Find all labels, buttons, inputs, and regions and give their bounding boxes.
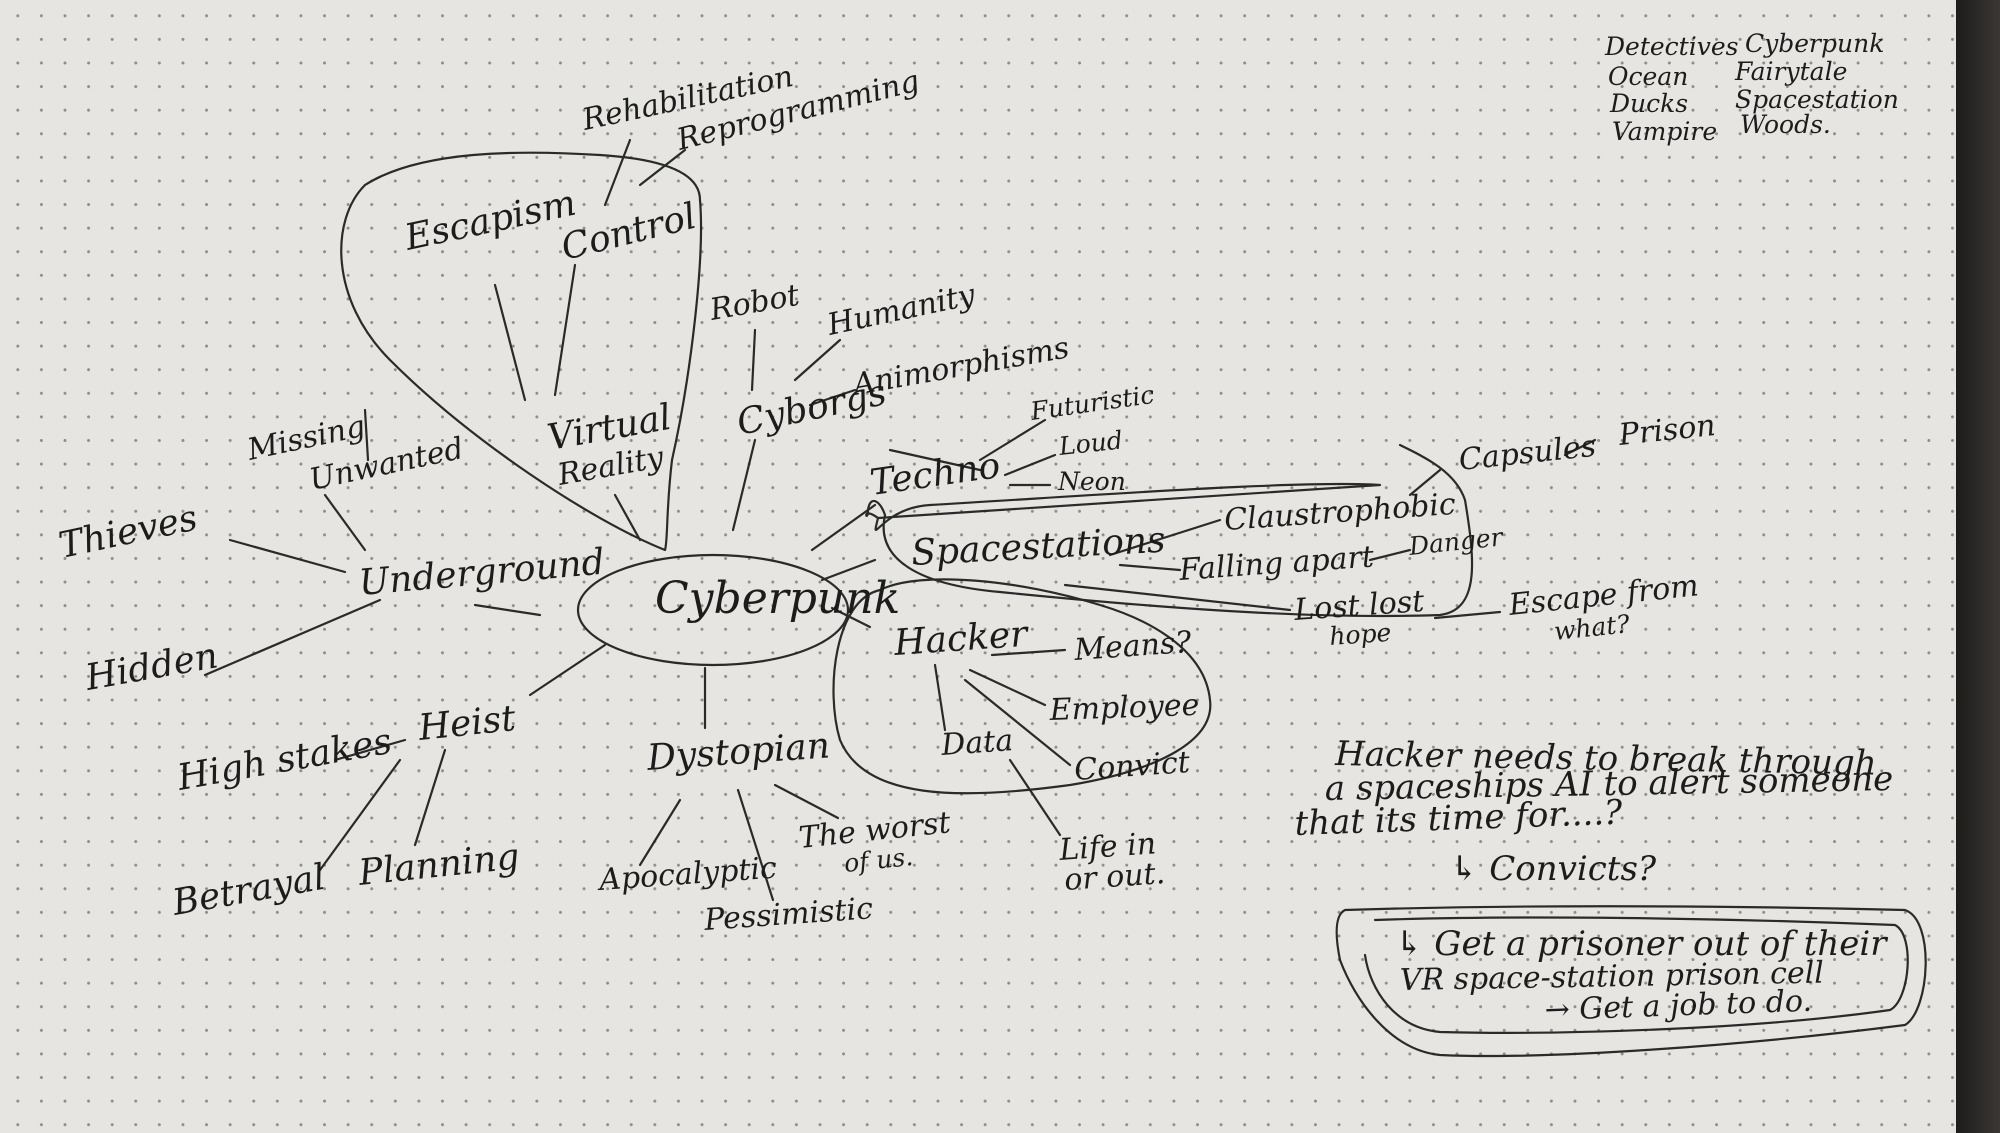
corner-list-left-2: Ducks	[1609, 89, 1688, 118]
node-data: Data	[939, 723, 1014, 763]
node-convict: Convict	[1073, 745, 1192, 788]
connector-lost-escape	[1433, 610, 1502, 620]
corner-list-right-2: Spacestation	[1735, 85, 1899, 114]
corner-list-right-3: Woods.	[1740, 110, 1831, 139]
node-thieves: Thieves	[55, 498, 201, 567]
note-box-inner	[1363, 916, 1909, 1034]
connector-control-virtual	[553, 263, 577, 397]
dotted-paper-sheet	[0, 0, 1956, 1133]
connector-control-reprogramming	[638, 148, 687, 187]
node-planning: Planning	[356, 836, 522, 894]
node-prison: Prison	[1616, 408, 1717, 453]
connector-hacker-data	[933, 663, 947, 732]
connector-control-rehabilitation	[603, 138, 632, 207]
paper-edge-shadow	[1956, 0, 2000, 1133]
corner-list-right-1: Fairytale	[1734, 57, 1847, 86]
node-humanity: Humanity	[823, 277, 979, 343]
corner-list-left-0: Detectives	[1604, 32, 1738, 61]
connector-spacestations-falling	[1118, 563, 1182, 572]
connector-falling-danger	[1368, 548, 1412, 562]
connector-animorphisms-cyborgs	[808, 388, 857, 407]
connector-cyborgs-center	[731, 438, 757, 532]
node-danger: Danger	[1407, 522, 1506, 561]
connector-techno-loud	[1003, 453, 1057, 477]
node-apocalyptic: Apocalyptic	[595, 851, 778, 899]
connectors	[203, 138, 1597, 902]
note-box-line2: VR space-station prison cell	[1400, 956, 1825, 998]
node-futuristic: Futuristic	[1028, 380, 1156, 426]
corner-list-left-3: Vampire	[1612, 117, 1717, 146]
node-hacker: Hacker	[892, 614, 1031, 664]
node-high-stakes: High stakes	[173, 721, 394, 799]
connector-spacestations-claustro	[1108, 518, 1222, 557]
note-line2: a spaceships AI to alert someone	[1324, 759, 1893, 809]
corner-list: Detectives Ocean Ducks Vampire Cyberpunk…	[1604, 29, 1899, 146]
spacestations-group-loop	[865, 443, 1474, 618]
connector-dystopian-worst	[773, 783, 840, 820]
node-hidden: Hidden	[81, 635, 221, 699]
connector-dystopian-pessimistic	[736, 788, 775, 902]
connector-spacestations-lost	[1063, 583, 1292, 612]
node-neon: Neon	[1057, 467, 1126, 496]
connector-highstakes-heist	[333, 738, 407, 762]
connector-dystopian-apocalyptic	[638, 798, 682, 867]
note-box-outer	[1335, 905, 1927, 1058]
connector-hidden-underground	[203, 598, 382, 677]
connector-techno-top	[888, 448, 982, 472]
node-dystopian: Dystopian	[645, 725, 831, 779]
connector-data-life	[1008, 758, 1062, 837]
connector-humanity-cyborgs	[793, 338, 842, 382]
connector-techno-center	[810, 503, 877, 552]
node-life-line1: Life in	[1057, 826, 1157, 868]
node-animorphisms: Animorphisms	[847, 330, 1072, 403]
connector-capsules-loop	[1408, 468, 1442, 497]
node-robot: Robot	[706, 278, 803, 328]
connector-hacker-center	[830, 606, 872, 629]
center-label: Cyberpunk	[655, 573, 900, 624]
connector-heist-planning	[413, 748, 447, 847]
node-techno: Techno	[868, 445, 1003, 504]
node-underground: Underground	[357, 542, 606, 604]
node-means: Means?	[1072, 625, 1193, 668]
connector-spacestations-center	[820, 558, 877, 582]
connector-techno-futuristic	[978, 418, 1047, 462]
node-lost-line2: hope	[1328, 618, 1392, 651]
escapism-group-loop	[340, 151, 703, 552]
connector-unwanted-underground	[323, 493, 367, 552]
connector-thieves-underground	[228, 538, 347, 574]
node-loud: Loud	[1057, 425, 1124, 461]
connector-heist-center	[528, 643, 607, 697]
corner-list-right-0: Cyberpunk	[1745, 29, 1884, 58]
note-line1: Hacker needs to break through	[1334, 734, 1877, 783]
node-pessimistic: Pessimistic	[702, 891, 874, 938]
connector-escapism-virtual	[493, 283, 527, 402]
connector-robot-cyborgs	[750, 328, 757, 392]
node-control: Control	[557, 196, 700, 269]
notes: Hacker needs to break through a spaceshi…	[1294, 734, 1894, 1028]
node-employee: Employee	[1048, 688, 1200, 728]
node-heist: Heist	[416, 698, 518, 749]
node-capsules: Capsules	[1457, 429, 1597, 478]
hacker-group-loop	[832, 578, 1212, 795]
connector-hacker-means	[990, 648, 1067, 657]
node-betrayal: Betrayal	[168, 857, 328, 924]
connector-missing-unwanted	[363, 408, 370, 462]
connector-heist-betrayal	[318, 758, 402, 872]
connector-underground-center	[473, 603, 542, 617]
node-escapism: Escapism	[400, 183, 579, 259]
connector-capsules-prison	[1563, 438, 1597, 457]
note-line4: ↳ Convicts?	[1450, 849, 1657, 889]
node-worst-line2: of us.	[843, 842, 915, 878]
note-box-line1: ↳ Get a prisoner out of their	[1395, 924, 1888, 964]
corner-list-left-1: Ocean	[1608, 62, 1688, 91]
node-falling-apart: Falling apart	[1177, 539, 1376, 588]
node-life-line2: or out.	[1063, 856, 1166, 898]
connector-hacker-employee	[968, 668, 1047, 707]
connector-virtual-center	[613, 493, 642, 542]
connector-hacker-convict	[963, 678, 1072, 767]
center-ellipse	[576, 553, 850, 667]
